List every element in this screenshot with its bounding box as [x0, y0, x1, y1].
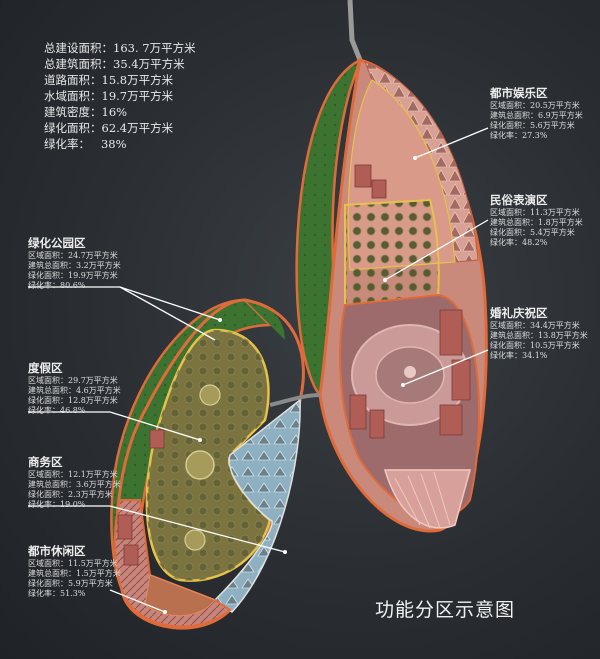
connector-road [269, 393, 321, 407]
stat-water: 水域面积：19.7万平方米 [44, 89, 174, 103]
zone-title: 商务区 [28, 455, 63, 469]
green-park-upper-band [295, 57, 363, 397]
lower-leaf [110, 298, 321, 630]
fan-plaza [383, 469, 471, 529]
lower-leaf-outline [115, 298, 305, 630]
label-resort: 度假区 区域面积：29.7万平方米 建筑总面积：4.6万平方米 绿化面积：12.… [28, 361, 121, 415]
zone-title: 绿化公园区 [28, 236, 86, 250]
access-road [347, 0, 363, 61]
resort-center [185, 450, 215, 480]
stat-road: 道路面积：15.8万平方米 [44, 73, 174, 87]
buildings-upper [349, 164, 471, 439]
stat-total-construction: 总建设面积：163. 7万平方米 [44, 41, 196, 55]
buildings-lower [117, 429, 165, 566]
label-folk-performance: 民俗表演区 区域面积：11.3万平方米 建筑总面积：1.8万平方米 绿化面积：5… [490, 193, 583, 247]
stat-density: 建筑密度：16% [44, 105, 128, 119]
business-zone [213, 398, 301, 613]
folk-zone [344, 198, 440, 307]
label-business: 商务区 区域面积：12.1万平方米 建筑总面积：3.6万平方米 绿化面积：2.3… [28, 455, 121, 509]
zone-title: 度假区 [28, 361, 63, 375]
map-title: 功能分区示意图 [375, 599, 516, 621]
stat-total-building: 总建筑面积：35.4万平方米 [44, 57, 185, 71]
upper-leaf [295, 57, 488, 533]
stat-green-area: 绿化面积：62.4万平方米 [44, 121, 174, 135]
label-urban-entertainment: 都市娱乐区 区域面积：20.5万平方米 建筑总面积：6.9万平方米 绿化面积：5… [490, 86, 583, 140]
label-urban-leisure: 都市休闲区 区域面积：11.5万平方米 建筑总面积：1.5万平方米 绿化面积：5… [28, 544, 121, 598]
zone-title: 婚礼庆祝区 [490, 306, 548, 320]
stat-green-rate: 绿化率： 38% [44, 137, 127, 151]
zone-title: 民俗表演区 [490, 193, 548, 207]
summary-stats: 总建设面积：163. 7万平方米 总建筑面积：35.4万平方米 道路面积：15.… [44, 40, 196, 152]
zone-title: 都市娱乐区 [490, 86, 548, 100]
leader-lines [28, 127, 489, 613]
zone-title: 都市休闲区 [28, 544, 86, 558]
label-green-park: 绿化公园区 区域面积：24.7万平方米 建筑总面积：3.2万平方米 绿化面积：1… [28, 236, 121, 290]
label-wedding: 婚礼庆祝区 区域面积：34.4万平方米 建筑总面积：13.8万平方米 绿化面积：… [490, 306, 588, 360]
